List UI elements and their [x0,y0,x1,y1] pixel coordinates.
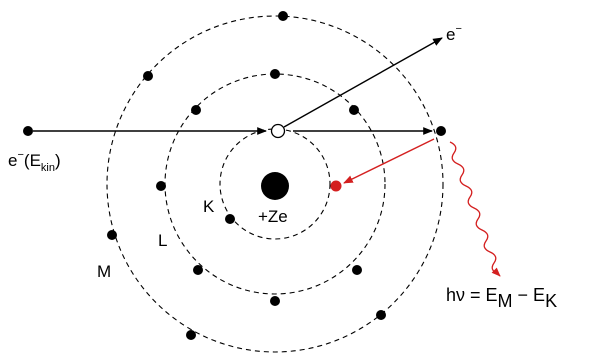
l-electron [191,105,201,115]
m-electron [186,330,196,340]
photon-energy-label: hν = EM − EK [446,285,557,311]
scattered-electron-path [284,38,442,127]
m-electron [107,230,117,240]
incoming-electron [23,126,33,136]
m-electron [143,71,153,81]
l-electron [270,296,280,306]
m-electron [278,11,288,21]
incoming-electron-label: e−(Ekin) [8,149,61,174]
shell-l-label: L [158,231,167,250]
k-electron [225,214,235,224]
shell-m-label: M [97,262,111,281]
k-vacancy-filled-electron [331,181,342,192]
nucleus [261,172,289,200]
vacancy [272,125,285,138]
l-electron [349,105,359,115]
l-electron [352,265,362,275]
l-electron [270,69,280,79]
m-electron [376,310,386,320]
shell-k-label: K [203,197,215,216]
m-electron [436,126,446,136]
l-electron [193,265,203,275]
outgoing-electron-label: e− [446,23,462,44]
nucleus-label: +Ze [258,207,288,226]
photon-wave [450,142,500,276]
transition-arrow [344,139,434,183]
l-electron [156,181,166,191]
